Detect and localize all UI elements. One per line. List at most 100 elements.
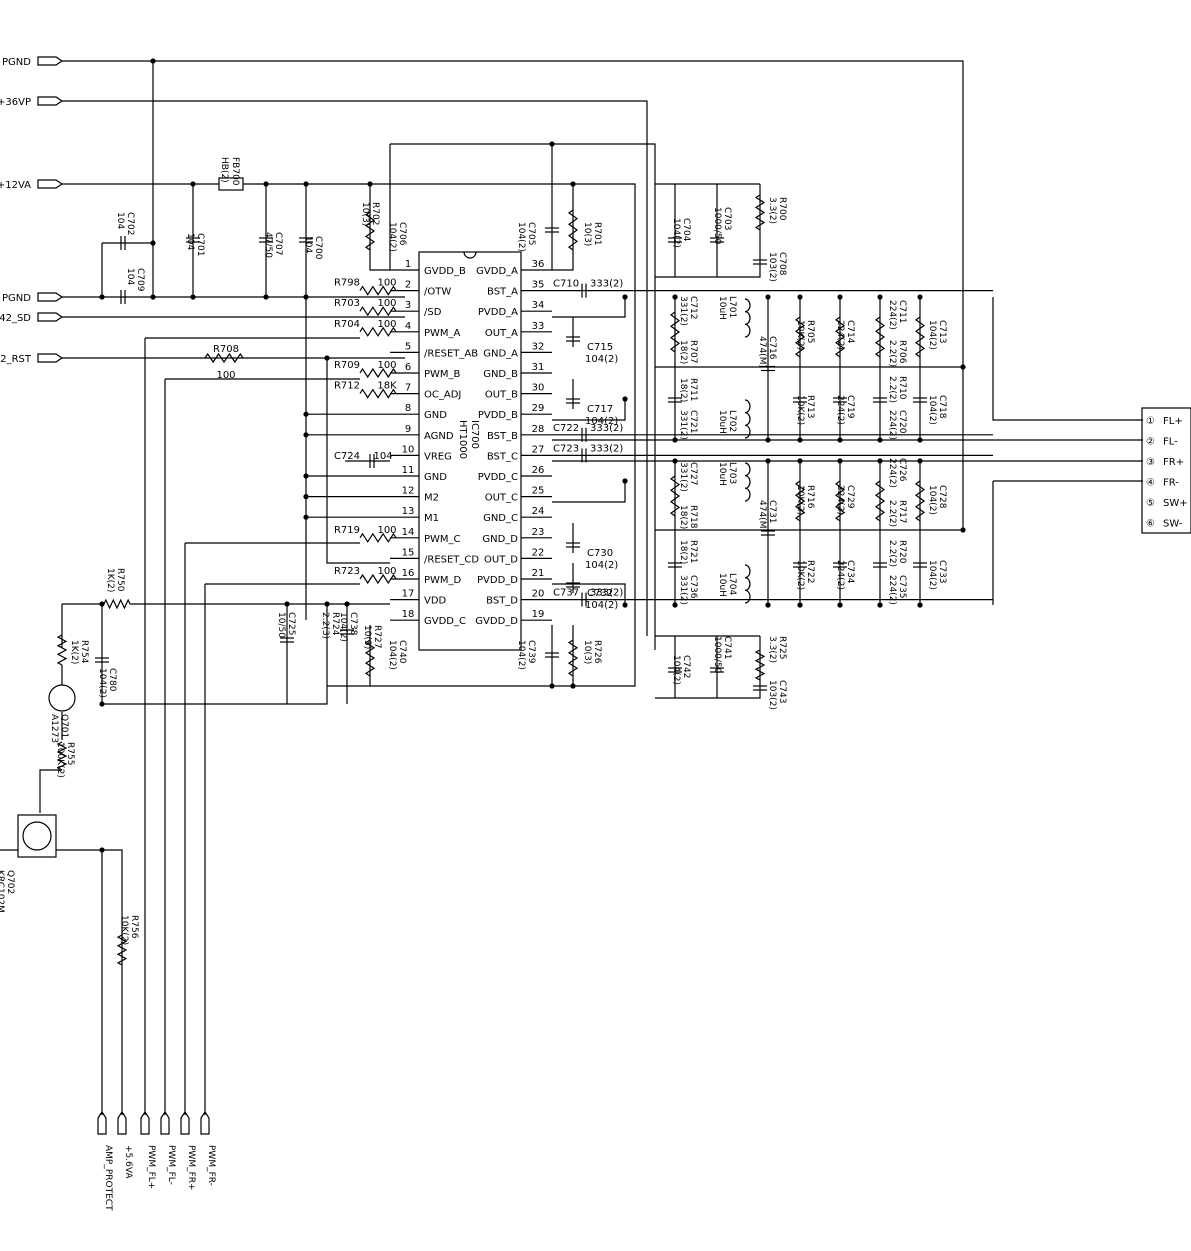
ref-label: C729: [845, 485, 855, 509]
pin-name: BST_B: [487, 431, 518, 442]
port-flag: [37, 96, 64, 106]
ref-label: C725: [286, 612, 296, 635]
resistor-symbol: [874, 480, 886, 522]
pin-number: 3: [405, 300, 411, 311]
resistor-symbol: [359, 388, 397, 399]
port-flag: [160, 1110, 170, 1135]
junction-dot: [367, 181, 373, 187]
resistor-symbol: [56, 634, 68, 666]
value-label: 2.2(2): [887, 540, 897, 567]
ref-label: R711: [688, 378, 698, 401]
ref-label: R720: [897, 540, 907, 564]
value-label: 104(2): [585, 354, 618, 365]
pin-name: PWM_C: [424, 534, 461, 545]
pin-number: 4: [405, 321, 411, 332]
value-label: 10uH: [717, 573, 727, 597]
resistor-symbol: [567, 209, 579, 251]
value-label: 10uH: [717, 296, 727, 320]
resistor-symbol: [359, 573, 397, 585]
ref-label: L701: [727, 296, 737, 318]
pin-name: PVDD_B: [478, 410, 518, 421]
ref-label: R704: [334, 319, 360, 330]
value-label: 104: [373, 451, 392, 462]
ref-label: L703: [727, 462, 737, 484]
ref-label: C733: [937, 560, 947, 583]
wire: [326, 358, 390, 564]
connector-pin-label: SW-: [1163, 519, 1183, 530]
junction-dot: [797, 437, 803, 443]
value-label: 104(2): [387, 222, 397, 252]
ref-label: C734: [845, 560, 855, 584]
junction-dot: [797, 294, 803, 300]
value-label: 100: [377, 525, 396, 536]
value-label: 100: [377, 360, 396, 371]
port-label: PWM_FL+: [146, 1145, 156, 1189]
value-label: 331(2): [678, 575, 688, 605]
ref-label: R710: [897, 376, 907, 400]
ref-label: C704: [681, 218, 691, 242]
value-label: 10K(2): [795, 485, 805, 515]
pin-name: OUT_D: [484, 554, 518, 565]
value-label: 100: [377, 319, 396, 330]
value-label: 10K(2): [795, 320, 805, 350]
pin-name: PWM_A: [424, 328, 461, 339]
pin-number: 15: [402, 547, 415, 558]
value-label: 104(2): [927, 395, 937, 425]
port-label: +36VP: [0, 97, 31, 108]
resistor-symbol: [874, 316, 886, 358]
value-label: 224(2): [835, 485, 845, 515]
ref-label: C728: [937, 485, 947, 509]
ref-label: R754: [79, 640, 89, 664]
connector-pin-number: ②: [1146, 437, 1155, 448]
port-label: 5142_SD: [0, 313, 31, 324]
ref-label: C714: [845, 320, 855, 344]
junction-dot: [622, 396, 628, 402]
pin-name: /RESET_CD: [424, 554, 479, 565]
junction-dot: [765, 294, 771, 300]
pin-name: PWM_B: [424, 369, 461, 380]
value-label: 1K(2): [69, 640, 79, 664]
wire: [101, 604, 328, 705]
value-label: 104: [303, 236, 313, 253]
pin-number: 29: [532, 403, 545, 414]
ref-label: C739: [526, 640, 536, 664]
ref-label: R722: [805, 560, 815, 583]
pin-number: 14: [402, 527, 415, 538]
value-label: 10(3): [360, 202, 370, 226]
pin-number: 17: [402, 589, 415, 600]
value-label: 104: [115, 212, 125, 229]
ref-label: R700: [777, 197, 787, 221]
wires: [0, 60, 1143, 1115]
resistor-symbol: [364, 639, 376, 677]
ref-label: C706: [397, 222, 407, 246]
junction-dot: [303, 294, 309, 300]
wire: [655, 636, 761, 699]
value-label: 104(2): [338, 612, 348, 642]
junction-dot: [877, 602, 883, 608]
pin-name: GND: [424, 472, 447, 483]
ref-label: R701: [592, 222, 602, 245]
value-label: 2.2(2): [887, 376, 897, 403]
resistor-symbol: [754, 194, 766, 231]
ref-label: C719: [845, 395, 855, 419]
resistor-symbol: [914, 480, 926, 522]
value-label: 103(2): [767, 252, 777, 282]
ic-part: HT1000: [457, 420, 468, 459]
ref-label: C718: [937, 395, 947, 419]
pin-number: 34: [532, 300, 545, 311]
pin-number: 28: [532, 424, 545, 435]
ref-label: R719: [334, 525, 360, 536]
junction-dot: [765, 437, 771, 443]
ref-label: R706: [897, 340, 907, 364]
junction-dot: [190, 294, 196, 300]
junctions: [99, 58, 966, 853]
value-label: 103(2): [767, 680, 777, 710]
ref-label: L704: [727, 573, 737, 595]
wire: [369, 184, 390, 271]
pin-number: 23: [532, 527, 545, 538]
junction-dot: [672, 602, 678, 608]
value-label: 224(2): [887, 575, 897, 605]
resistor-symbol: [359, 532, 397, 543]
junction-dot: [797, 458, 803, 464]
speaker-connector: [1141, 407, 1191, 534]
